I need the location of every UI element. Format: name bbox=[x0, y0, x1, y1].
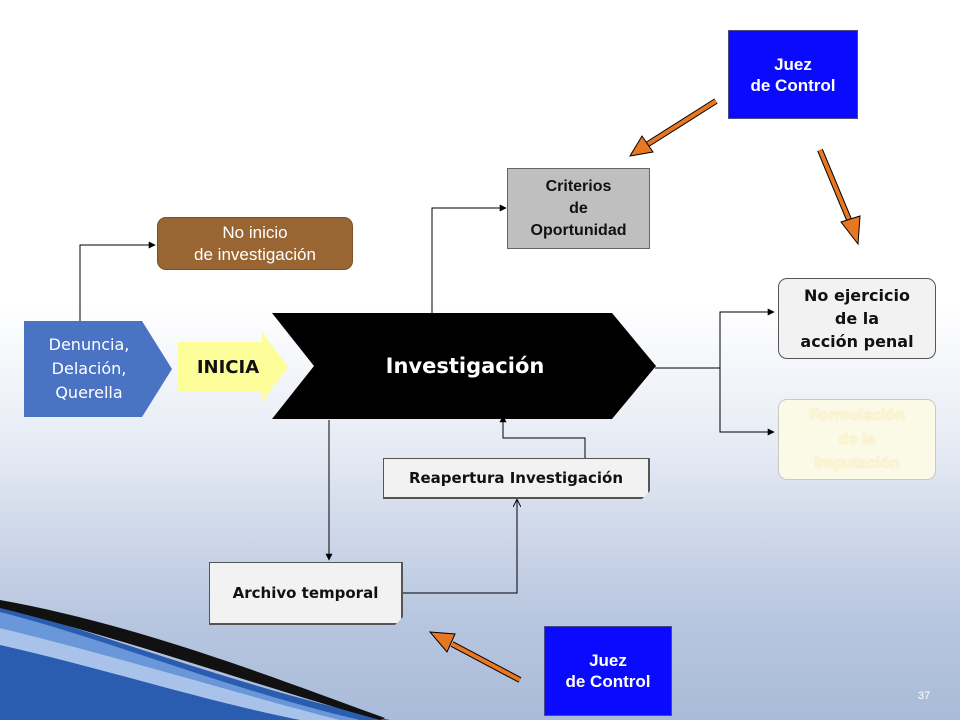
connector-investigation-to-criteria bbox=[431, 204, 507, 314]
connector-to-formulation bbox=[719, 368, 775, 436]
complaint-label: Denuncia, Delación, Querella bbox=[48, 335, 130, 402]
orange-arrow-top-left bbox=[629, 98, 718, 157]
judge-control-top: Juez de Control bbox=[728, 30, 858, 119]
connector-archive-to-reopening bbox=[402, 500, 517, 594]
connector-to-no-exercise bbox=[719, 308, 775, 368]
formulation-imputation-box: Formulación de la Imputación bbox=[778, 399, 936, 480]
orange-arrow-bottom bbox=[428, 631, 522, 683]
temporary-archive-box: Archivo temporal bbox=[209, 562, 403, 625]
reopening-investigation-box: Reapertura Investigación bbox=[383, 458, 650, 499]
judge-control-bottom: Juez de Control bbox=[544, 626, 672, 716]
investigation-label: Investigación bbox=[385, 354, 545, 378]
complaint-shape bbox=[24, 321, 172, 417]
starts-arrow-shape bbox=[178, 332, 288, 402]
criteria-opportunity-box: Criterios de Oportunidad bbox=[507, 168, 650, 249]
page-number: 37 bbox=[918, 690, 931, 702]
no-exercise-penal-action-box: No ejercicio de la acción penal bbox=[778, 278, 936, 359]
connector-reopening-to-investigation bbox=[499, 415, 586, 458]
investigation-shape bbox=[272, 313, 656, 419]
orange-arrow-top-down bbox=[817, 148, 861, 246]
starts-label: INICIA bbox=[196, 356, 260, 378]
no-start-investigation-box: No inicio de investigación bbox=[157, 217, 353, 270]
connector-complaint-to-no-start bbox=[79, 241, 156, 322]
